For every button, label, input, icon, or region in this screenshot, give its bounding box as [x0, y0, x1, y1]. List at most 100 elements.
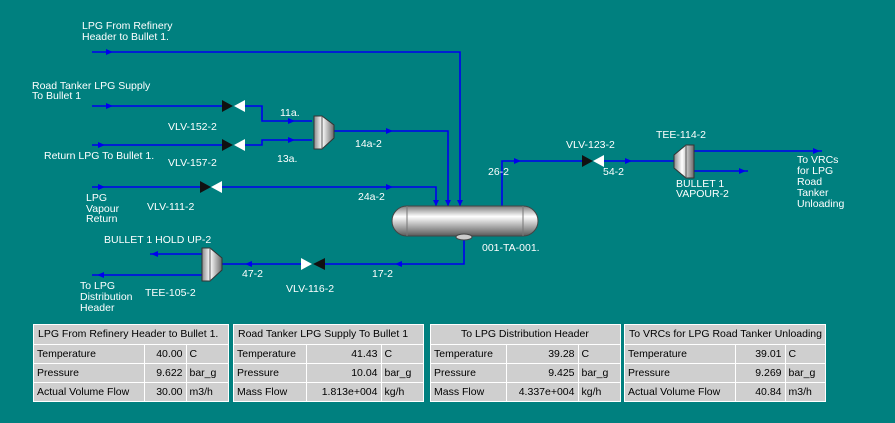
label-dst-distribution: Header: [80, 302, 115, 314]
arrow-right: [288, 137, 295, 143]
table-row: Temperature 41.43 C: [234, 345, 423, 364]
label-holdup: BULLET 1 HOLD UP-2: [104, 234, 211, 246]
arrow-right: [106, 49, 113, 55]
table-distribution: To LPG Distribution Header Temperature 3…: [430, 324, 621, 402]
row-value: 9.269: [735, 363, 786, 383]
arrow-left: [395, 261, 402, 267]
row-unit: C: [581, 348, 590, 360]
table-vrc: To VRCs for LPG Road Tanker Unloading Te…: [624, 324, 826, 402]
arrow-right: [98, 184, 105, 190]
line-26[interactable]: [501, 160, 582, 206]
valve-vlv-111[interactable]: [200, 181, 222, 193]
mixer-14a[interactable]: [313, 115, 335, 150]
table-row: Actual Volume Flow 40.84 m3/h: [625, 382, 825, 401]
row-label: Temperature: [625, 345, 736, 364]
row-label: Actual Volume Flow: [625, 382, 736, 401]
vessel-bullet[interactable]: [391, 205, 539, 241]
line-11a[interactable]: [245, 105, 312, 122]
tee-114[interactable]: [673, 144, 695, 179]
arrow-right: [514, 158, 521, 164]
row-value: 1.813e+004: [306, 382, 382, 401]
table-row: Temperature 39.01 C: [625, 345, 825, 364]
arrow-down: [433, 200, 439, 206]
label-tee-114: TEE-114-2: [656, 129, 706, 141]
table-refinery: LPG From Refinery Header to Bullet 1. Te…: [33, 324, 229, 402]
label-src-tanker: Road Tanker LPG Supply: [32, 80, 151, 92]
label-stream-11a: 11a.: [280, 107, 300, 119]
label-vlv-123: VLV-123-2: [566, 139, 615, 151]
table-title: LPG From Refinery Header to Bullet 1.: [34, 325, 228, 345]
row-value: 9.622: [144, 363, 187, 383]
label-dst-distribution: To LPG: [80, 280, 115, 292]
table-row: Mass Flow 1.813e+004 kg/h: [234, 382, 423, 401]
label-dst-vrc: Road: [797, 176, 822, 188]
label-src-refinery: LPG From Refinery: [82, 20, 173, 32]
label-dst-vrc: for LPG: [797, 165, 833, 177]
label-vlv-111: VLV-111-2: [147, 201, 194, 213]
line-17[interactable]: [325, 236, 465, 265]
label-stream-14a: 14a-2: [355, 138, 382, 150]
arrow-right: [106, 103, 113, 109]
row-label: Temperature: [234, 345, 307, 364]
label-dst-vrc: To VRCs: [797, 154, 838, 166]
label-stream-13a: 13a.: [277, 153, 297, 165]
label-src-vapour: Vapour: [86, 203, 120, 215]
tee-105[interactable]: [201, 247, 223, 282]
table-row: Pressure 9.622 bar_g: [34, 363, 228, 383]
row-value: 4.337e+004: [506, 382, 579, 401]
row-unit: C: [384, 348, 393, 360]
row-value: 39.28: [506, 345, 579, 364]
row-value: 30.00: [144, 382, 187, 401]
table-row: Pressure 9.269 bar_g: [625, 363, 825, 383]
arrow-left: [97, 272, 104, 278]
label-stream-24a: 24a-2: [358, 191, 385, 203]
label-src-vapour: Return: [86, 213, 118, 225]
label-bullet-vapour: VAPOUR-2: [676, 188, 729, 200]
valve-vlv-123[interactable]: [582, 155, 604, 167]
row-value: 9.425: [506, 363, 579, 383]
row-label: Pressure: [431, 363, 507, 383]
row-label: Pressure: [234, 363, 307, 383]
row-value: 41.43: [306, 345, 382, 364]
label-vessel: 001-TA-001.: [482, 242, 540, 254]
label-bullet-vapour: BULLET 1: [676, 178, 724, 190]
row-unit: bar_g: [578, 363, 620, 383]
table-title: To LPG Distribution Header: [431, 325, 620, 345]
arrow-left: [151, 251, 158, 257]
row-value: 39.01: [735, 345, 786, 364]
label-stream-17: 17-2: [372, 268, 393, 280]
label-vlv-152: VLV-152-2: [168, 121, 217, 133]
valve-vlv-116[interactable]: [301, 258, 325, 270]
table-row: Pressure 9.425 bar_g: [431, 363, 620, 383]
label-dst-vrc: Unloading: [797, 198, 844, 210]
row-value: 40.00: [144, 345, 187, 364]
table-row: Pressure 10.04 bar_g: [234, 363, 423, 383]
valve-vlv-152[interactable]: [222, 100, 245, 112]
row-unit: bar_g: [186, 363, 228, 383]
label-src-tanker: To Bullet 1: [32, 90, 81, 102]
label-stream-47: 47-2: [242, 268, 263, 280]
line-refinery-feed[interactable]: [92, 51, 461, 206]
table-title: Road Tanker LPG Supply To Bullet 1: [234, 325, 423, 345]
row-value: 40.84: [735, 382, 786, 401]
row-unit: C: [189, 348, 198, 360]
line-14a[interactable]: [333, 130, 449, 206]
process-lines: [92, 51, 822, 276]
row-unit: bar_g: [785, 363, 825, 383]
table-row: Actual Volume Flow 30.00 m3/h: [34, 382, 228, 401]
line-13a[interactable]: [245, 139, 312, 146]
label-src-refinery: Header to Bullet 1.: [82, 31, 169, 43]
row-label: Pressure: [625, 363, 736, 383]
row-label: Temperature: [431, 345, 507, 364]
valve-vlv-157[interactable]: [222, 139, 245, 151]
row-label: Temperature: [34, 345, 145, 364]
table-row: Mass Flow 4.337e+004 kg/h: [431, 382, 620, 401]
row-label: Actual Volume Flow: [34, 382, 145, 401]
line-24a[interactable]: [222, 186, 437, 206]
label-vlv-157: VLV-157-2: [168, 157, 217, 169]
row-value: 10.04: [306, 363, 382, 383]
arrow-left: [245, 261, 252, 267]
label-vlv-116: VLV-116-2: [286, 283, 334, 295]
label-dst-vrc: Tanker: [797, 187, 829, 199]
row-unit: m3/h: [785, 382, 825, 401]
